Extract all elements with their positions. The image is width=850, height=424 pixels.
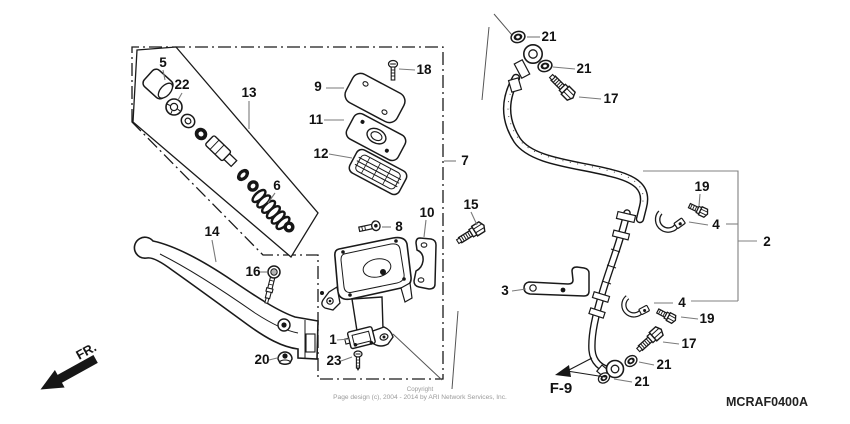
callout-17-bottom[interactable]: 17 — [681, 336, 696, 351]
callout-2[interactable]: 2 — [763, 234, 771, 249]
diaphragm-plate-11 — [345, 112, 407, 162]
callout-6[interactable]: 6 — [273, 178, 281, 193]
callout-18[interactable]: 18 — [416, 62, 432, 77]
hose-group-bracket — [643, 170, 757, 302]
copyright-line-2: Page design (c), 2004 - 2014 by ARI Netw… — [333, 394, 507, 401]
callout-1[interactable]: 1 — [329, 332, 337, 347]
banjo-bolt-17-bottom — [633, 324, 666, 355]
spring-6 — [251, 188, 291, 231]
callout-19-top[interactable]: 19 — [694, 179, 709, 194]
callout-5[interactable]: 5 — [159, 55, 167, 70]
callout-21-bottom-b[interactable]: 21 — [634, 374, 650, 389]
hose-clamp-4-top — [657, 209, 686, 231]
circlip-22 — [165, 98, 183, 116]
f9-label[interactable]: F-9 — [550, 380, 573, 397]
callout-20[interactable]: 20 — [254, 352, 269, 367]
copyright-line-1: Copyright — [407, 386, 434, 393]
piston-cup-2 — [247, 180, 259, 192]
cap-screw-18 — [387, 59, 399, 81]
pivot-bolt-16 — [264, 265, 281, 304]
spring-seat-washer — [283, 221, 295, 233]
callout-11[interactable]: 11 — [309, 112, 324, 127]
leader-lines — [162, 36, 709, 383]
callout-15[interactable]: 15 — [463, 197, 479, 212]
hose-top-eyelet — [522, 43, 543, 64]
clamp-screw-8 — [358, 220, 381, 233]
callout-8[interactable]: 8 — [395, 219, 403, 234]
hose-bracket-3 — [523, 266, 590, 297]
f9-arrowhead — [555, 365, 571, 377]
holder-10 — [413, 237, 437, 290]
callout-19-bottom[interactable]: 19 — [699, 311, 714, 326]
flange-bolt-15 — [454, 219, 488, 248]
callout-13[interactable]: 13 — [241, 85, 257, 100]
callout-17-top[interactable]: 17 — [603, 91, 618, 106]
reservoir-cap-9 — [344, 72, 406, 124]
fr-direction-arrow: FR. — [40, 339, 99, 390]
sealing-washer-21-top-a — [509, 29, 527, 45]
brake-hose-2 — [502, 43, 649, 380]
diaphragm-12 — [348, 148, 408, 196]
master-cylinder-body — [320, 236, 413, 347]
callout-9[interactable]: 9 — [314, 79, 322, 94]
seal-ring-kit — [194, 127, 208, 141]
callout-21-bottom-a[interactable]: 21 — [656, 357, 672, 372]
switch-screw-23 — [353, 350, 363, 371]
banjo-bolt-17-top — [546, 71, 578, 103]
callout-22[interactable]: 22 — [174, 77, 189, 92]
boot-5 — [142, 68, 174, 100]
callout-14[interactable]: 14 — [204, 224, 220, 239]
brake-switch-1 — [344, 326, 376, 350]
washer-kit — [180, 113, 196, 129]
callout-4-bottom[interactable]: 4 — [678, 295, 686, 310]
callout-4-top[interactable]: 4 — [712, 217, 720, 232]
diagram-code: MCRAF0400A — [726, 395, 808, 409]
callout-21-top-a[interactable]: 21 — [541, 29, 557, 44]
piston-kit — [205, 135, 238, 168]
hose-clamp-4-bottom — [624, 297, 650, 315]
callout-21-top-b[interactable]: 21 — [576, 61, 592, 76]
pivot-nut-20 — [277, 351, 293, 365]
callout-23[interactable]: 23 — [326, 353, 342, 368]
callout-10[interactable]: 10 — [419, 205, 434, 220]
f9-reference[interactable]: F-9 — [550, 357, 606, 397]
sealing-washer-21-bottom-a — [622, 352, 640, 370]
assembly-boundary-7 — [131, 46, 444, 380]
callout-3[interactable]: 3 — [501, 283, 509, 298]
callout-12[interactable]: 12 — [313, 146, 328, 161]
piston-cup-1 — [236, 168, 250, 182]
clamp-bolt-19-bottom — [655, 306, 679, 325]
hose-crimp-collars — [507, 59, 637, 319]
clamp-bolt-19-top — [686, 201, 711, 219]
callout-7[interactable]: 7 — [461, 153, 469, 168]
callout-16[interactable]: 16 — [245, 264, 261, 279]
connection-lines — [392, 13, 513, 390]
brake-lever-14 — [133, 236, 319, 360]
